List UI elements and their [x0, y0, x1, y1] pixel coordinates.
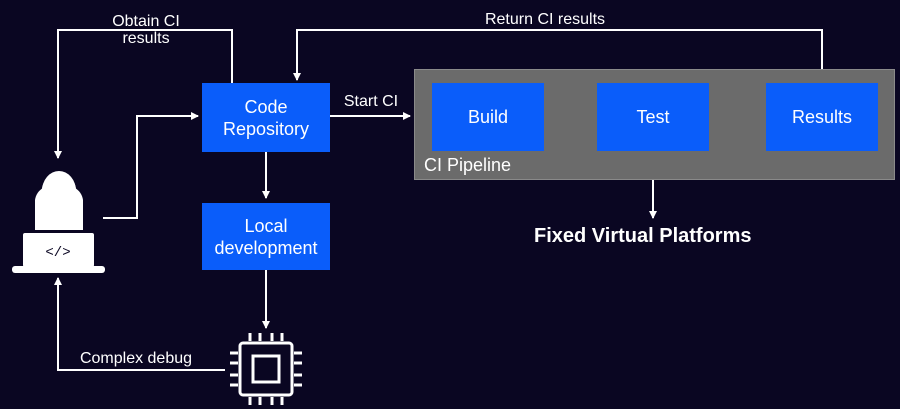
code-repository-label: Code Repository [222, 96, 310, 139]
arrow-complex-debug [54, 277, 225, 371]
obtain-ci-results-label: Obtain CI results [112, 13, 180, 47]
start-ci-label: Start CI [343, 93, 399, 110]
results-label: Results [791, 107, 853, 127]
local-development-box[interactable]: Local development [202, 203, 330, 270]
ci-pipeline-label: CI Pipeline [424, 155, 512, 175]
complex-debug-label: Complex debug [79, 350, 193, 367]
code-repository-box[interactable]: Code Repository [202, 83, 330, 152]
build-box[interactable]: Build [432, 83, 544, 151]
fixed-virtual-platforms-label: Fixed Virtual Platforms [534, 225, 752, 247]
cpu-chip-icon [230, 333, 302, 405]
arrow-obtain-ci-results [54, 29, 233, 159]
test-box[interactable]: Test [597, 83, 709, 151]
arrow-developer-to-repo [103, 112, 199, 219]
local-development-label: Local development [214, 215, 318, 258]
results-box[interactable]: Results [766, 83, 878, 151]
test-label: Test [636, 107, 670, 127]
return-ci-results-label: Return CI results [484, 11, 606, 28]
arrow-return-ci-results [293, 29, 823, 83]
developer-laptop-icon: </> [12, 171, 105, 273]
svg-text:</>: </> [45, 245, 70, 261]
build-label: Build [467, 107, 509, 127]
